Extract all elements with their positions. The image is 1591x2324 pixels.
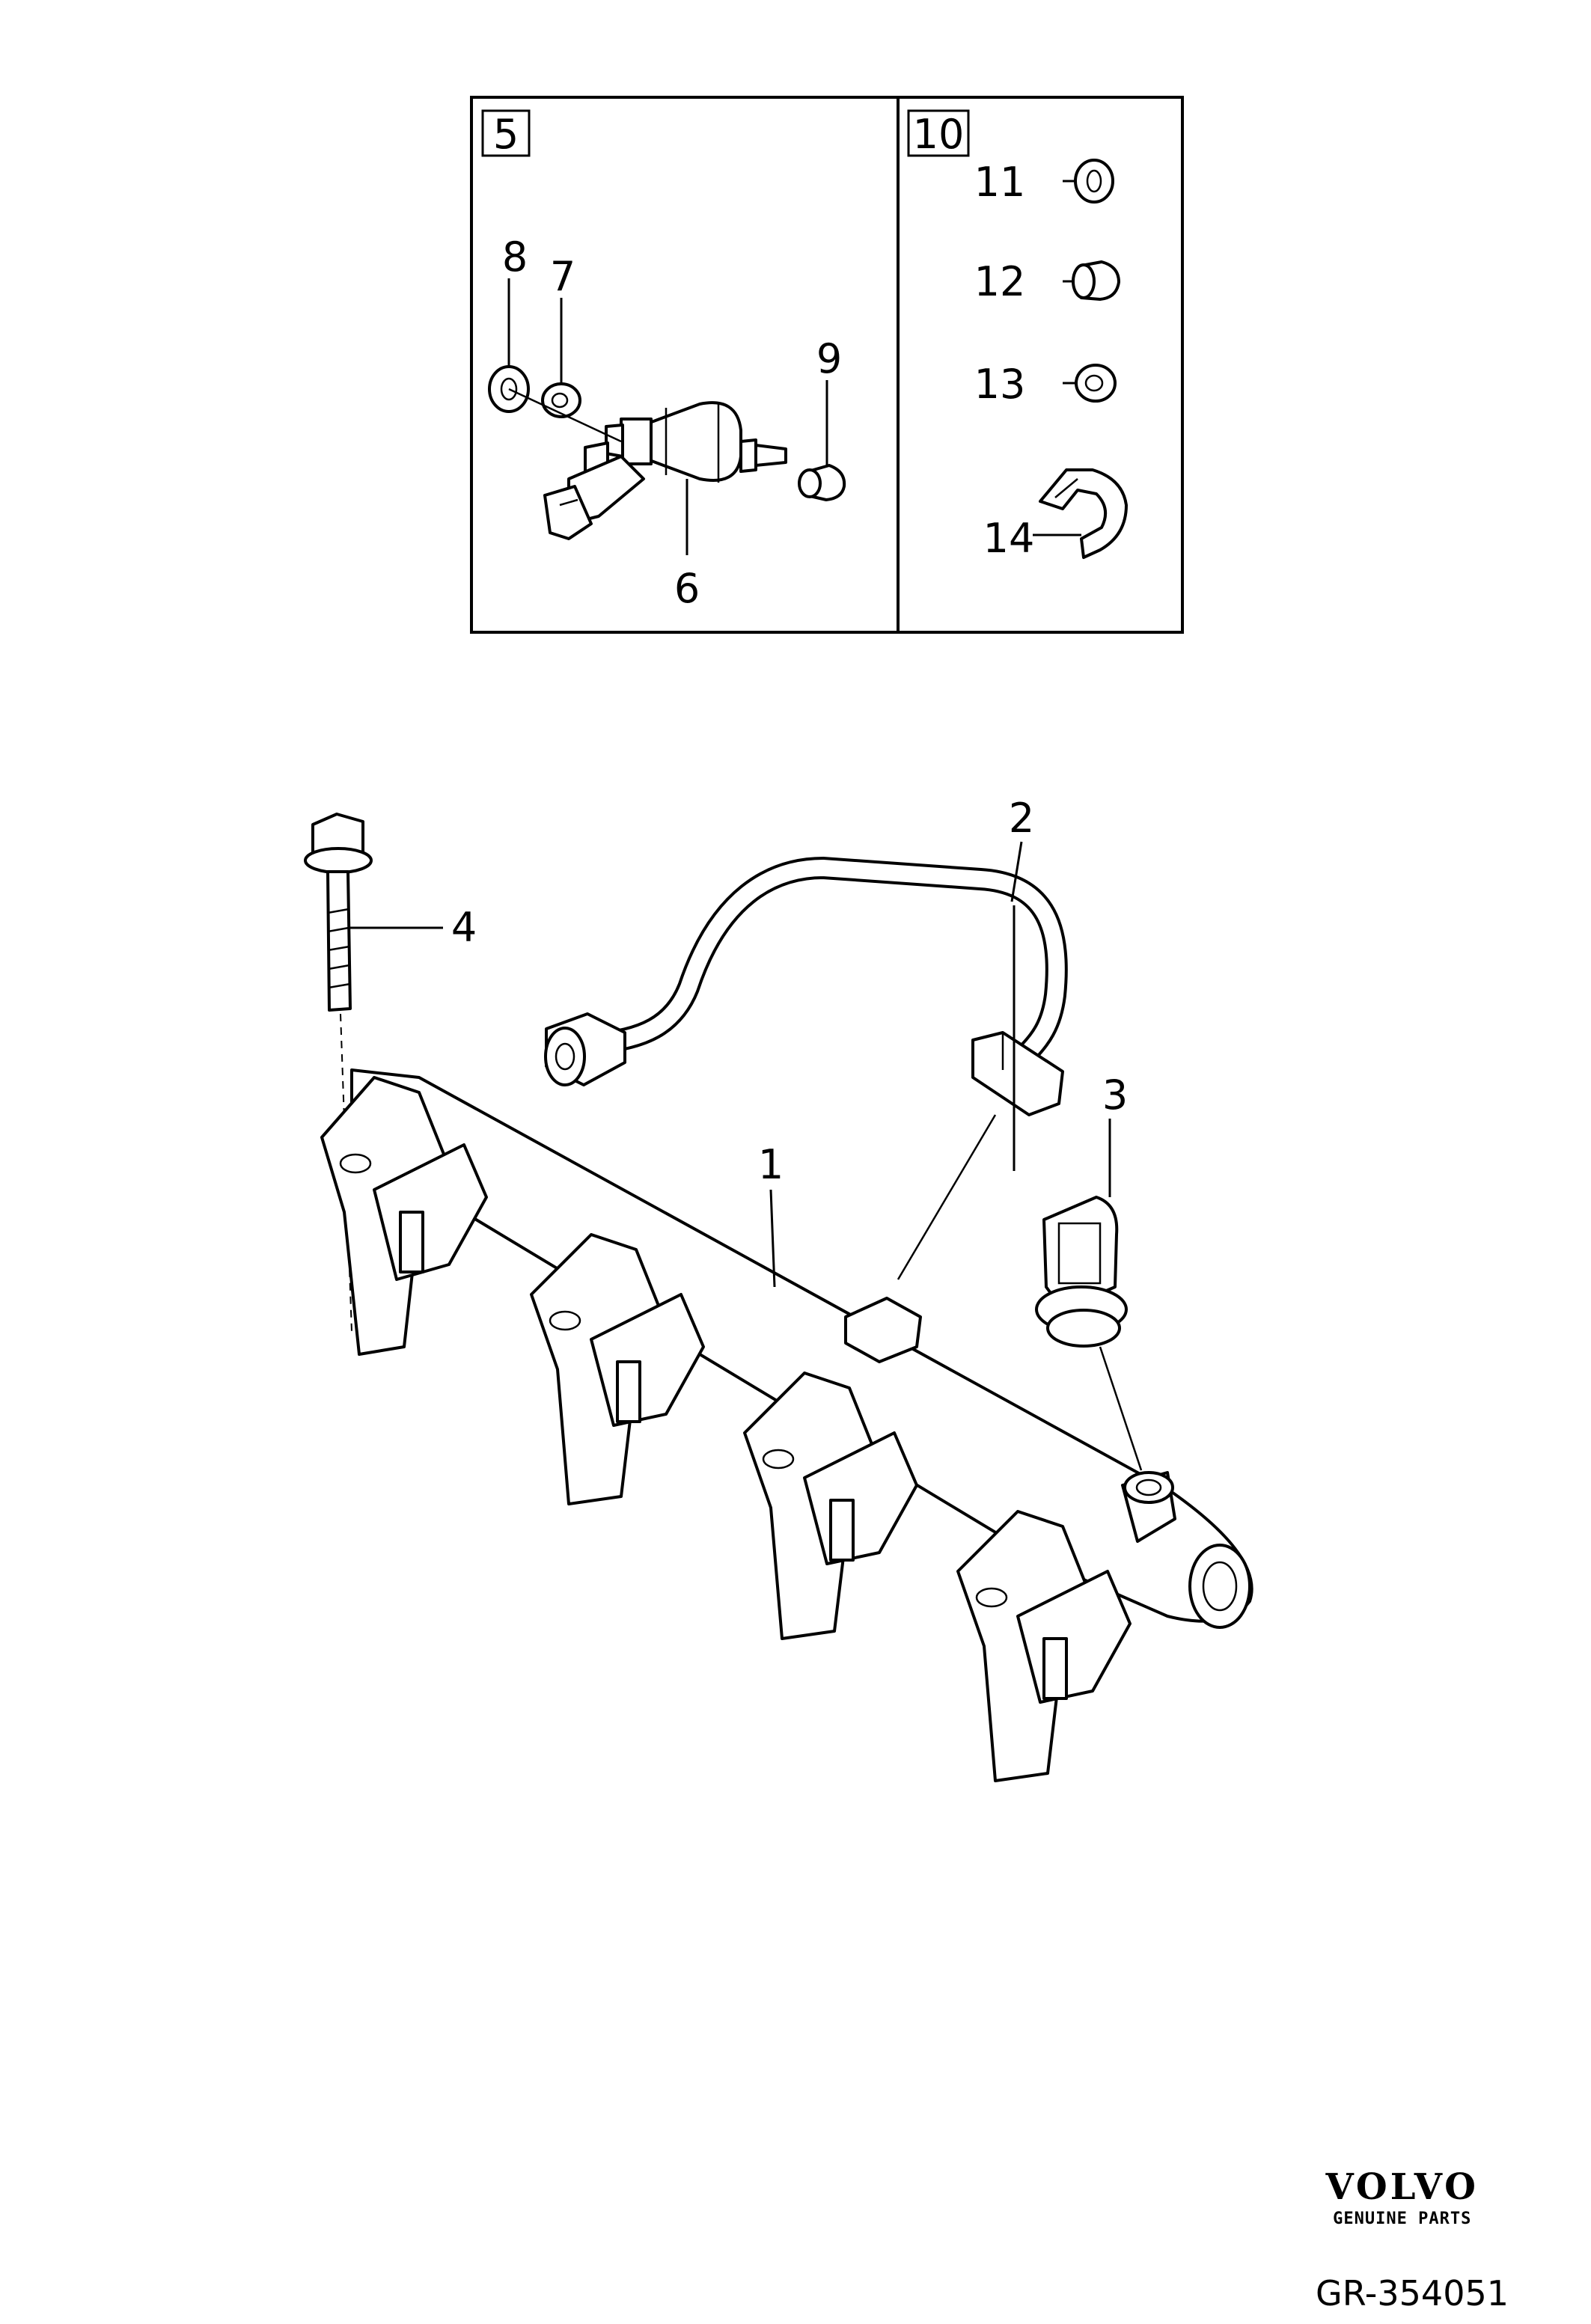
callout-4: 4	[451, 904, 477, 951]
box-5-label: 5	[493, 111, 519, 158]
box-10-label: 10	[913, 111, 965, 158]
pressure-sensor-3	[1035, 1196, 1128, 1348]
clip-14	[1039, 468, 1128, 559]
genuine-parts-tagline: GENUINE PARTS	[1333, 2210, 1472, 2228]
rail-cup-1	[320, 1076, 488, 1356]
injector-drawing	[543, 401, 787, 540]
rail-cup-2	[530, 1233, 705, 1505]
inset-panel: 5 10	[470, 96, 1184, 634]
cap-9	[798, 464, 846, 501]
box-5	[481, 109, 531, 157]
callout-7: 7	[550, 253, 575, 300]
diagram-reference: GR-354051	[1316, 2273, 1509, 2314]
sleeve-12	[1072, 260, 1120, 301]
volvo-brand-block: VOLVO GENUINE PARTS	[1326, 2166, 1479, 2228]
callout-1: 1	[758, 1141, 784, 1188]
callout-6: 6	[674, 565, 700, 612]
callout-2: 2	[1009, 795, 1034, 842]
bolt-4	[304, 813, 373, 1012]
o-ring-11	[1074, 159, 1114, 204]
callout-14: 14	[983, 515, 1035, 562]
callout-11: 11	[974, 159, 1026, 206]
callout-3: 3	[1102, 1071, 1128, 1119]
callout-9: 9	[816, 335, 842, 382]
fuel-rail-1	[320, 1068, 1253, 1782]
rail-cup-3	[743, 1372, 918, 1640]
volvo-logo: VOLVO	[1325, 2166, 1479, 2208]
box-10	[907, 109, 970, 157]
rail-cup-4	[956, 1510, 1132, 1782]
fuel-pipe-2	[544, 856, 1068, 1116]
callout-13: 13	[974, 361, 1026, 408]
seal-7	[541, 382, 581, 418]
callout-8: 8	[502, 233, 528, 281]
callout-12: 12	[974, 258, 1026, 305]
seal-13	[1075, 364, 1117, 403]
